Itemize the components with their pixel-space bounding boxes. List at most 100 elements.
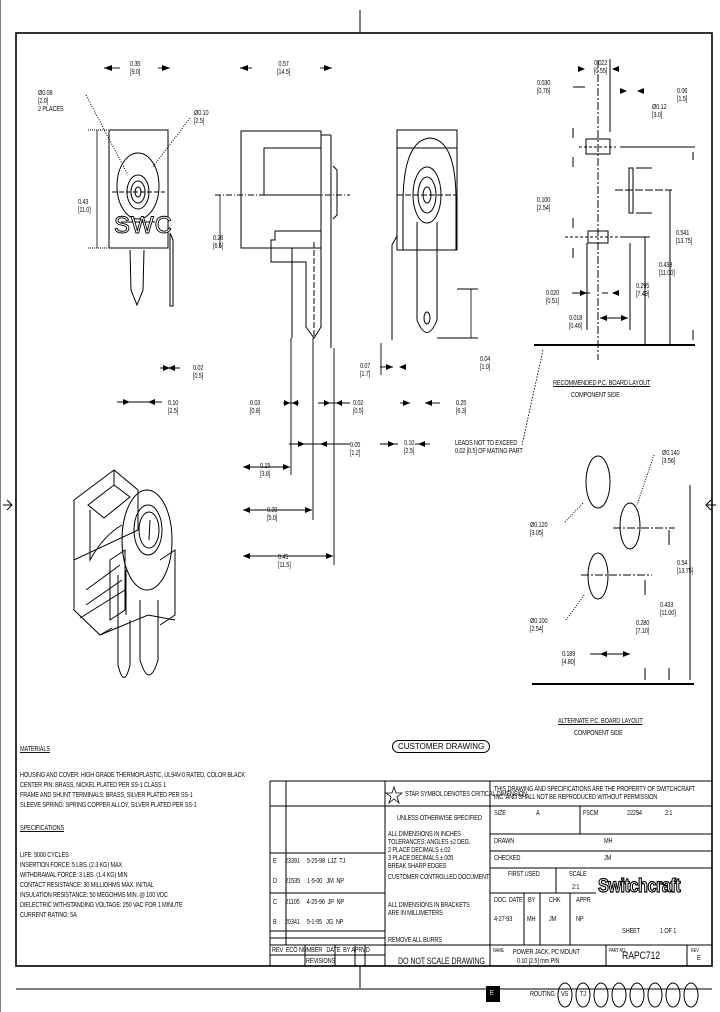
appr-label: APPR [576,897,591,904]
by-value: MH [527,916,536,923]
spec-line-3: WITHDRAWAL FORCE: 3 LBS. (1.4 KG) MIN [20,872,128,879]
fscm-label: FSCM [583,810,599,817]
by-cell: LJZ [327,858,337,865]
by-cell: JM [326,878,334,885]
dim-metric: [13.75] [676,238,693,245]
material-line-1: HOUSING AND COVER: HIGH GRADE THERMOPLAS… [20,772,245,779]
date-header-cell: DATE [326,947,341,954]
rear-view [391,129,478,340]
dim-value: 0.05 [350,442,361,449]
do-not-scale: DO NOT SCALE DRAWING [398,956,485,966]
aprvd-header-cell: APRVD [351,947,370,954]
pcb-dim-0-06: 0.06 [1.5] [677,88,687,104]
switchcraft-logo: Switchcraft [597,875,681,897]
dim-metric: [7.10] [636,628,650,635]
dim-value: 0.433 [660,602,674,609]
material-line-2: CENTER PIN: BRASS, NICKEL PLATED PER SS-… [20,782,166,789]
alt-dim-dia-2: Ø0.120 [3.05] [530,522,548,538]
part-name-line-2: 0.10 [2.5] mm PIN [517,958,560,965]
size-value: A [536,810,540,817]
material-line-3: FRAME AND SHUNT TERMINALS: BRASS, SILVER… [20,792,193,799]
dim-value: 0.10 [404,440,415,447]
date-cell: 5-1-95 [306,919,322,926]
drawn-value: MH [604,838,613,845]
tolerance-line-3: 2 PLACE DECIMALS ±.02 [388,847,451,854]
dim-metric: [0.5] [193,373,204,380]
dim-value: 0.295 [636,283,650,290]
dim-metric: [2.54] [530,626,544,633]
dim-metric: [14.5] [277,69,291,76]
dim-value: 0.189 [562,651,576,658]
dim-metric: [5.0] [267,515,278,522]
pcb-dim-0-100: 0.100 [2.54] [537,197,550,213]
doc-date-label: DOC. DATE [494,897,523,904]
chk-value: JM [549,916,557,923]
sheet-label: SHEET [622,928,640,935]
dim-value: Ø0.140 [662,450,680,457]
dim-value: 0.25 [456,400,467,407]
alt-layout-title: ALTERNATE P.C. BOARD LAYOUT [558,718,643,725]
by-label: BY [528,897,536,904]
dim-value: 0.57 [278,61,289,68]
dim-value: 0.20 [267,507,278,514]
checked-value: JM [604,855,612,862]
rev-cell: D [273,878,277,885]
material-line-4: SLEEVE SPRING: SPRING COPPER ALLOY, SILV… [20,802,197,809]
scale-label: SCALE [569,871,587,878]
dim-metric: [3.56] [662,458,676,465]
by-header-cell: BY [343,947,351,954]
footer-badge: E [490,990,494,997]
eco-cell: 23391 [284,858,300,865]
dim-0-15: 0.15 [3.8] [260,463,270,479]
dim-metric: [2.54] [537,205,551,212]
apr-cell: NP [336,878,344,885]
eco-cell: 21535 [285,878,301,885]
chk-label: CHK [549,897,561,904]
isometric-view [73,469,176,678]
tolerance-line-4: 3 PLACE DECIMALS ±.005 [388,855,454,862]
spec-line-5: INSULATION RESISTANCE: 50 MEGOHMS MIN. @… [20,892,168,899]
dim-metric: [3.05] [530,530,544,537]
apr-cell: NP [335,919,344,926]
rev-row-c: C 21105 4-25-96 JP NP [273,899,344,907]
dim-metric: [7.49] [636,291,650,298]
dim-0-25: 0.25 [6.3] [456,400,466,416]
dim-metric: [0.8] [250,408,261,415]
tolerance-line-9: REMOVE ALL BURRS [388,937,442,944]
dim-0-03: 0.03 [0.8] [250,400,260,416]
alt-dim-0-189: 0.189 [4.80] [562,651,575,667]
apr-cell: NP [336,899,345,906]
fscm-value: 22294 [627,810,642,817]
dim-metric: [1.7] [360,371,371,378]
pcb-dim-0-433: 0.433 [11.00] [659,262,675,278]
tolerance-line-7: ALL DIMENSIONS IN BRACKETS [388,902,470,909]
eco-cell: 20341 [284,919,300,926]
dim-value: 0.15 [260,463,271,470]
dim-0-04: 0.04 [1.0] [480,356,490,372]
part-number: RAPC712 [622,950,661,962]
dim-metric: [2.5] [168,408,179,415]
dim-value: 0.26 [213,235,224,242]
dim-metric: [2.5] [194,118,205,125]
dim-metric: [1.2] [350,450,361,457]
appr-value: NP [576,916,584,923]
dim-value: 0.10 [168,400,179,407]
confidential-note: THIS DRAWING AND SPECIFICATIONS ARE THE … [494,786,696,801]
name-label: NAME [493,948,504,954]
pcb-dim-0-020: 0.020 [0.51] [546,290,559,306]
tolerance-line-1: ALL DIMENSIONS IN INCHES [388,831,461,838]
rev-header-cell: REV [272,947,284,954]
rev-cell: C [273,899,277,906]
title-block [269,780,713,967]
alt-dim-0-433: 0.433 [11.00] [660,602,676,618]
note-line: LEADS NOT TO EXCEED [455,440,518,447]
size-label: SIZE [494,810,506,817]
specs-title: SPECIFICATIONS [20,825,65,832]
dim-value: 0.02 [353,400,364,407]
alt-dim-height: 0.54 [13.75] [677,560,693,576]
apr-cell: TJ [339,858,346,865]
dim-metric: [1.5] [677,96,688,103]
dim-metric: [3.8] [260,471,271,478]
dim-0-10: 0.10 [2.5] [168,400,178,416]
dim-top-width-2: 0.57 [14.5] [277,61,290,77]
